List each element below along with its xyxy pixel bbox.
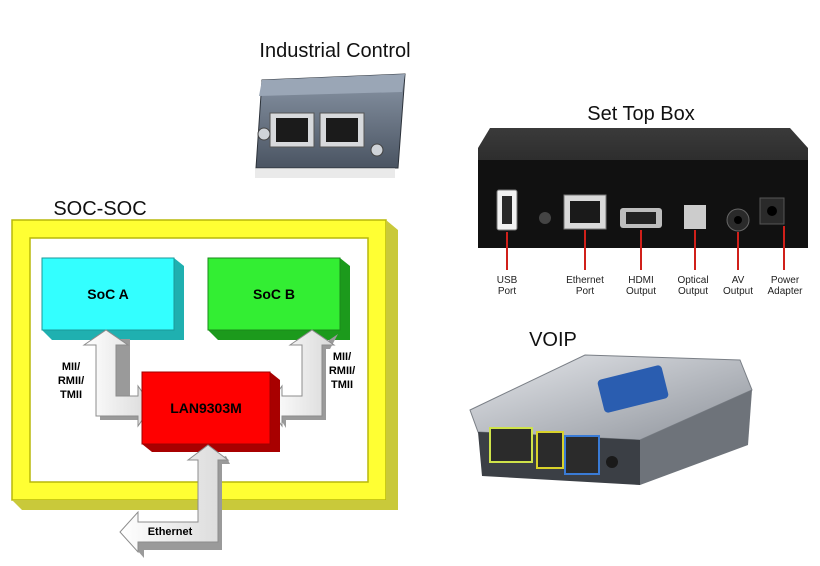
settop-box-image [478,128,808,248]
soc-frame [11,219,398,510]
port-label-av-line1: AV [732,275,745,286]
industrial-module-image [255,73,406,178]
voip-title: VOIP [529,329,577,351]
port-label-usb-line1: USB [497,275,518,286]
left-link-line3: TMII [60,389,82,401]
port-label-optical-line2: Output [678,286,708,297]
right-link-line1: MII/ [333,351,351,363]
left-link-label: MII/ RMII/ TMII [58,361,84,401]
port-label-hdmi-line1: HDMI [628,275,654,286]
settop-port-labels: USB Port Ethernet Port HDMI Output Optic… [497,275,803,297]
port-label-power-line2: Adapter [767,286,803,297]
right-link-arrow [267,329,338,428]
port-label-av-line2: Output [723,286,753,297]
industrial-title: Industrial Control [259,40,410,62]
soc-b-label: SoC B [253,286,295,302]
settop-title: Set Top Box [587,103,694,125]
port-label-ethernet-line1: Ethernet [566,275,604,286]
port-label-ethernet-line2: Port [576,286,595,297]
port-label-usb-line2: Port [498,286,517,297]
switch-label: LAN9303M [170,400,242,416]
soc-a-block: SoC A [41,257,184,340]
right-link-line2: RMII/ [329,365,355,377]
port-label-optical-line1: Optical [677,275,708,286]
right-link-label: MII/ RMII/ TMII [329,351,355,391]
switch-block: LAN9303M [141,371,280,452]
soc-b-block: SoC B [207,257,350,340]
soc-title: SOC-SOC [53,198,146,220]
port-label-hdmi-line2: Output [626,286,656,297]
right-link-line3: TMII [331,379,353,391]
voip-adapter-image [469,354,753,485]
port-label-power-line1: Power [771,275,800,286]
ethernet-arrow: Ethernet [119,444,230,558]
settop-port-pointers [506,226,785,270]
soc-a-label: SoC A [87,286,128,302]
ethernet-label: Ethernet [148,526,193,538]
left-link-line1: MII/ [62,361,80,373]
left-link-line2: RMII/ [58,375,84,387]
